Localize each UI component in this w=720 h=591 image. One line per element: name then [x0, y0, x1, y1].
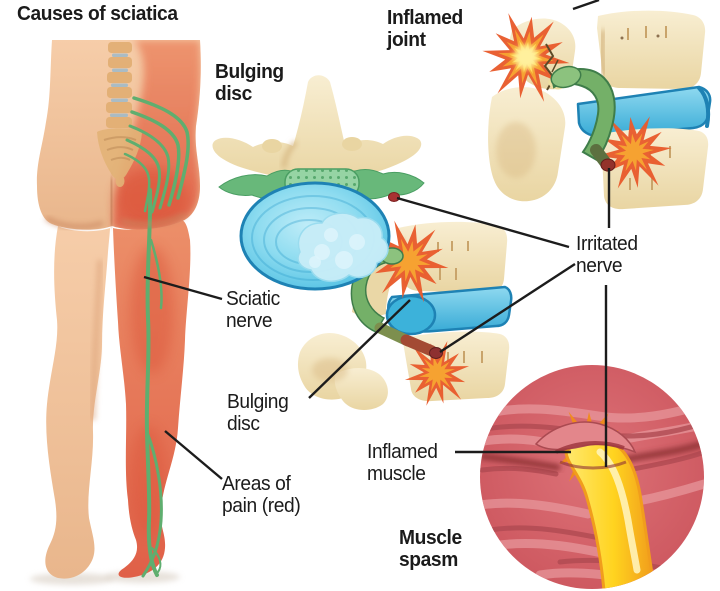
inflamed-joint-view	[476, 10, 712, 210]
label-line: muscle	[367, 463, 426, 486]
label-line: Areas of	[222, 473, 291, 495]
leader-bulging-disc-to-irritated-nerve	[396, 196, 570, 249]
label-sciatic-nerve: Sciatic nerve	[226, 288, 280, 333]
irritated-nerve-graphic	[550, 65, 616, 172]
label-bulging-disc-side: Bulging disc	[227, 391, 289, 436]
page-title: Causes of sciatica	[17, 3, 178, 25]
label-line: Bulging	[227, 391, 289, 413]
leader-bulging-disc-side	[308, 299, 411, 399]
label-line: spasm	[399, 549, 458, 572]
label-line: Muscle	[399, 527, 462, 549]
label-line: Bulging	[215, 61, 284, 83]
label-bulging-disc-top: Bulging disc	[215, 61, 284, 106]
leader-areas-of-pain	[164, 430, 223, 480]
label-line: pain (red)	[222, 495, 301, 518]
label-inflamed-muscle: Inflamed muscle	[367, 441, 438, 486]
leader-sciatic-nerve	[143, 275, 223, 301]
muscle-spasm-view	[480, 365, 704, 589]
leader-lines	[143, 0, 611, 480]
label-line: disc	[227, 413, 260, 436]
human-figure-illustration	[30, 40, 201, 585]
label-line: Sciatic	[226, 288, 280, 310]
bulging-disc-top-view	[212, 75, 425, 291]
leader-cropped-top	[572, 0, 600, 11]
leader-side-view-nerve	[439, 262, 576, 354]
label-line: Irritated	[576, 233, 638, 255]
label-line: nerve	[576, 255, 623, 278]
label-inflamed-joint: Inflamed joint	[387, 7, 463, 52]
label-line: Inflamed	[387, 7, 463, 29]
left-leg	[45, 226, 110, 579]
label-line: nerve	[226, 310, 273, 333]
label-areas-of-pain: Areas of pain (red)	[222, 473, 301, 518]
bulging-disc-side-view	[297, 217, 513, 411]
sciatic-nerve-graphic	[123, 96, 190, 578]
label-line: disc	[215, 83, 252, 106]
label-line: joint	[387, 29, 426, 52]
label-irritated-nerve: Irritated nerve	[576, 233, 638, 278]
label-line: Inflamed	[367, 441, 438, 463]
label-muscle-spasm: Muscle spasm	[399, 527, 462, 572]
